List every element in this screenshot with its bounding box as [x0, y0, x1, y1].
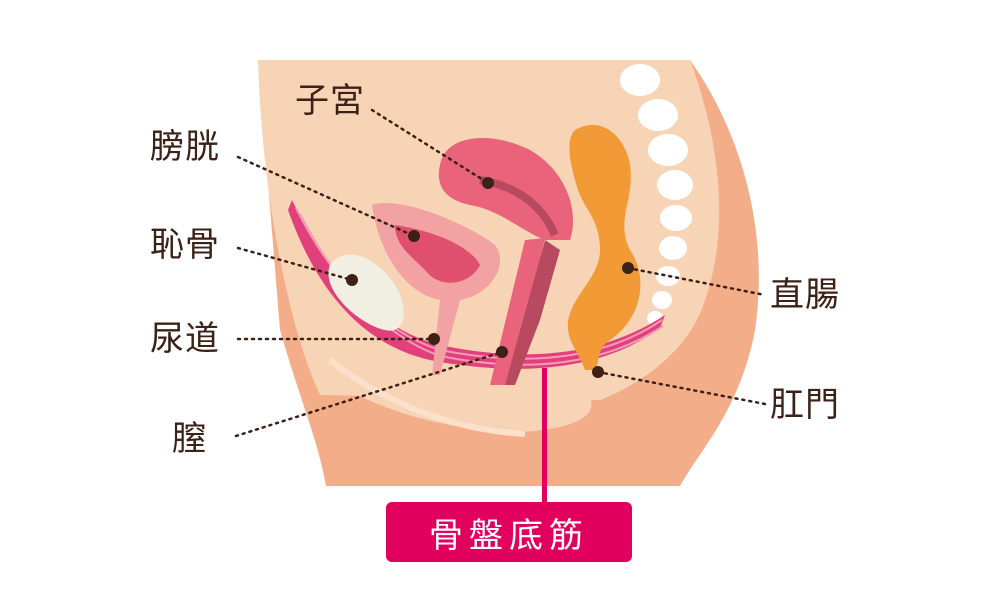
label-anus: 肛門	[770, 385, 840, 425]
label-urethra: 尿道	[150, 319, 220, 359]
rectum	[567, 124, 641, 371]
label-uterus: 子宮	[295, 81, 365, 121]
leader-lines	[234, 108, 767, 438]
label-bladder: 膀胱	[150, 127, 220, 167]
highlight-pointer	[542, 368, 547, 504]
label-vagina: 膣	[172, 419, 207, 459]
label-pubic-bone: 恥骨	[150, 225, 220, 265]
lower-band	[330, 350, 592, 432]
pubic-bone	[328, 254, 404, 331]
leader-dots	[346, 177, 634, 378]
label-rectum: 直腸	[770, 275, 840, 315]
thigh-line	[328, 357, 526, 437]
spine	[620, 64, 693, 325]
pelvic-floor-muscle-label: 骨盤底筋	[386, 502, 632, 562]
